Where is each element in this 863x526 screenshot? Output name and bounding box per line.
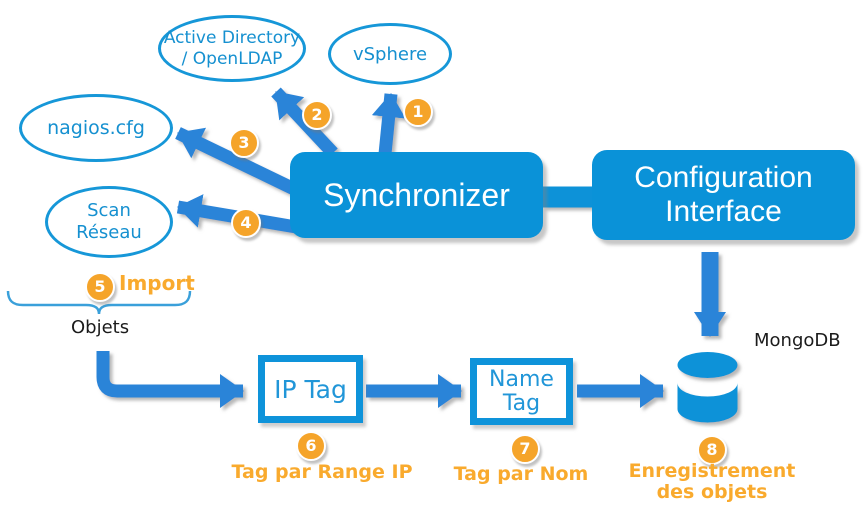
step-badge-1: 1 [403, 97, 433, 127]
step-badge-5: 5 [85, 272, 115, 302]
node-vsphere-label: vSphere [352, 43, 428, 65]
node-scan-line1: Scan [87, 200, 131, 221]
label-tag-par-nom: Tag par Nom [453, 463, 589, 485]
node-configuration-interface: Configuration Interface [592, 150, 855, 240]
label-mongodb: MongoDB [754, 330, 841, 351]
step-badge-6: 6 [296, 431, 326, 461]
step-badge-7: 7 [510, 434, 540, 464]
arrow-sync-to-vsphere-icon [371, 93, 406, 155]
step-badge-4: 4 [231, 208, 261, 238]
node-active-directory-line2: / OpenLDAP [181, 48, 283, 69]
arrow-sync-to-nagios-icon [175, 127, 297, 195]
node-config-line2: Interface [665, 195, 782, 228]
label-enregistrement-line1: Enregistrement [628, 460, 796, 482]
label-import: Import [119, 271, 195, 295]
mongodb-database-icon [677, 352, 738, 423]
node-vsphere: vSphere [328, 23, 452, 85]
node-scan-line2: Réseau [76, 222, 142, 243]
label-tag-par-range-ip: Tag par Range IP [231, 461, 413, 483]
arrow-group [96, 87, 726, 408]
cylinder-body [677, 383, 738, 423]
node-name-tag-line2: Tag [502, 390, 541, 416]
node-nagios-label: nagios.cfg [47, 117, 145, 139]
node-name-tag: Name Tag [470, 358, 573, 425]
node-config-line1: Configuration [634, 161, 813, 194]
node-synchronizer-label: Synchronizer [323, 176, 510, 213]
cylinder-top [677, 352, 738, 378]
grouping-brace-icon [6, 290, 192, 315]
arrow-objets-to-iptag-icon [96, 351, 244, 408]
label-objets: Objets [71, 317, 130, 338]
step-badge-3: 3 [229, 128, 259, 158]
step-badge-8: 8 [697, 435, 727, 465]
label-enregistrement-des-objets: Enregistrement des objets [627, 461, 797, 503]
node-ip-tag: IP Tag [258, 355, 363, 423]
node-name-tag-line1: Name [489, 366, 554, 392]
node-nagios-cfg: nagios.cfg [19, 94, 173, 162]
node-active-directory-line1: Active Directory [163, 27, 301, 48]
step-badge-2: 2 [302, 100, 332, 130]
node-active-directory: Active Directory / OpenLDAP [158, 15, 306, 82]
node-synchronizer: Synchronizer [290, 152, 543, 238]
node-scan-reseau: Scan Réseau [45, 186, 173, 258]
label-enregistrement-line2: des objets [656, 481, 768, 503]
node-ip-tag-label: IP Tag [274, 374, 347, 404]
